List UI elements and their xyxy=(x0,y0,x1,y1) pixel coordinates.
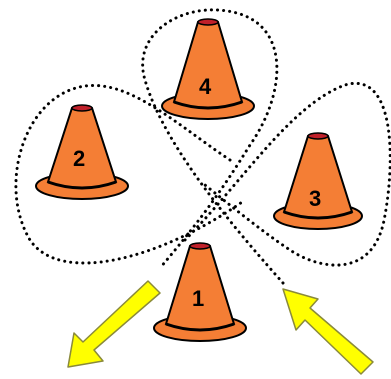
cone-4-tip xyxy=(197,18,219,26)
path-loop-4 xyxy=(141,8,285,285)
cone-2-tip xyxy=(71,104,93,112)
path-loop-3 xyxy=(183,81,391,267)
cone-3-label: 3 xyxy=(309,186,321,211)
path-loop-2 xyxy=(14,84,247,265)
cone-2: 2 xyxy=(35,104,129,200)
cone-4-label: 4 xyxy=(199,74,212,99)
cone-1: 1 xyxy=(153,242,247,342)
cone-1-label: 1 xyxy=(192,286,204,311)
cone-2-label: 2 xyxy=(73,146,85,171)
cone-3: 3 xyxy=(273,132,363,230)
cone-1-tip xyxy=(189,242,211,250)
dotted-path xyxy=(14,8,391,285)
arrow-entry-icon xyxy=(282,288,374,375)
cone-4: 4 xyxy=(161,18,255,120)
cone-3-tip xyxy=(307,132,329,140)
arrow-exit-icon xyxy=(67,280,161,368)
